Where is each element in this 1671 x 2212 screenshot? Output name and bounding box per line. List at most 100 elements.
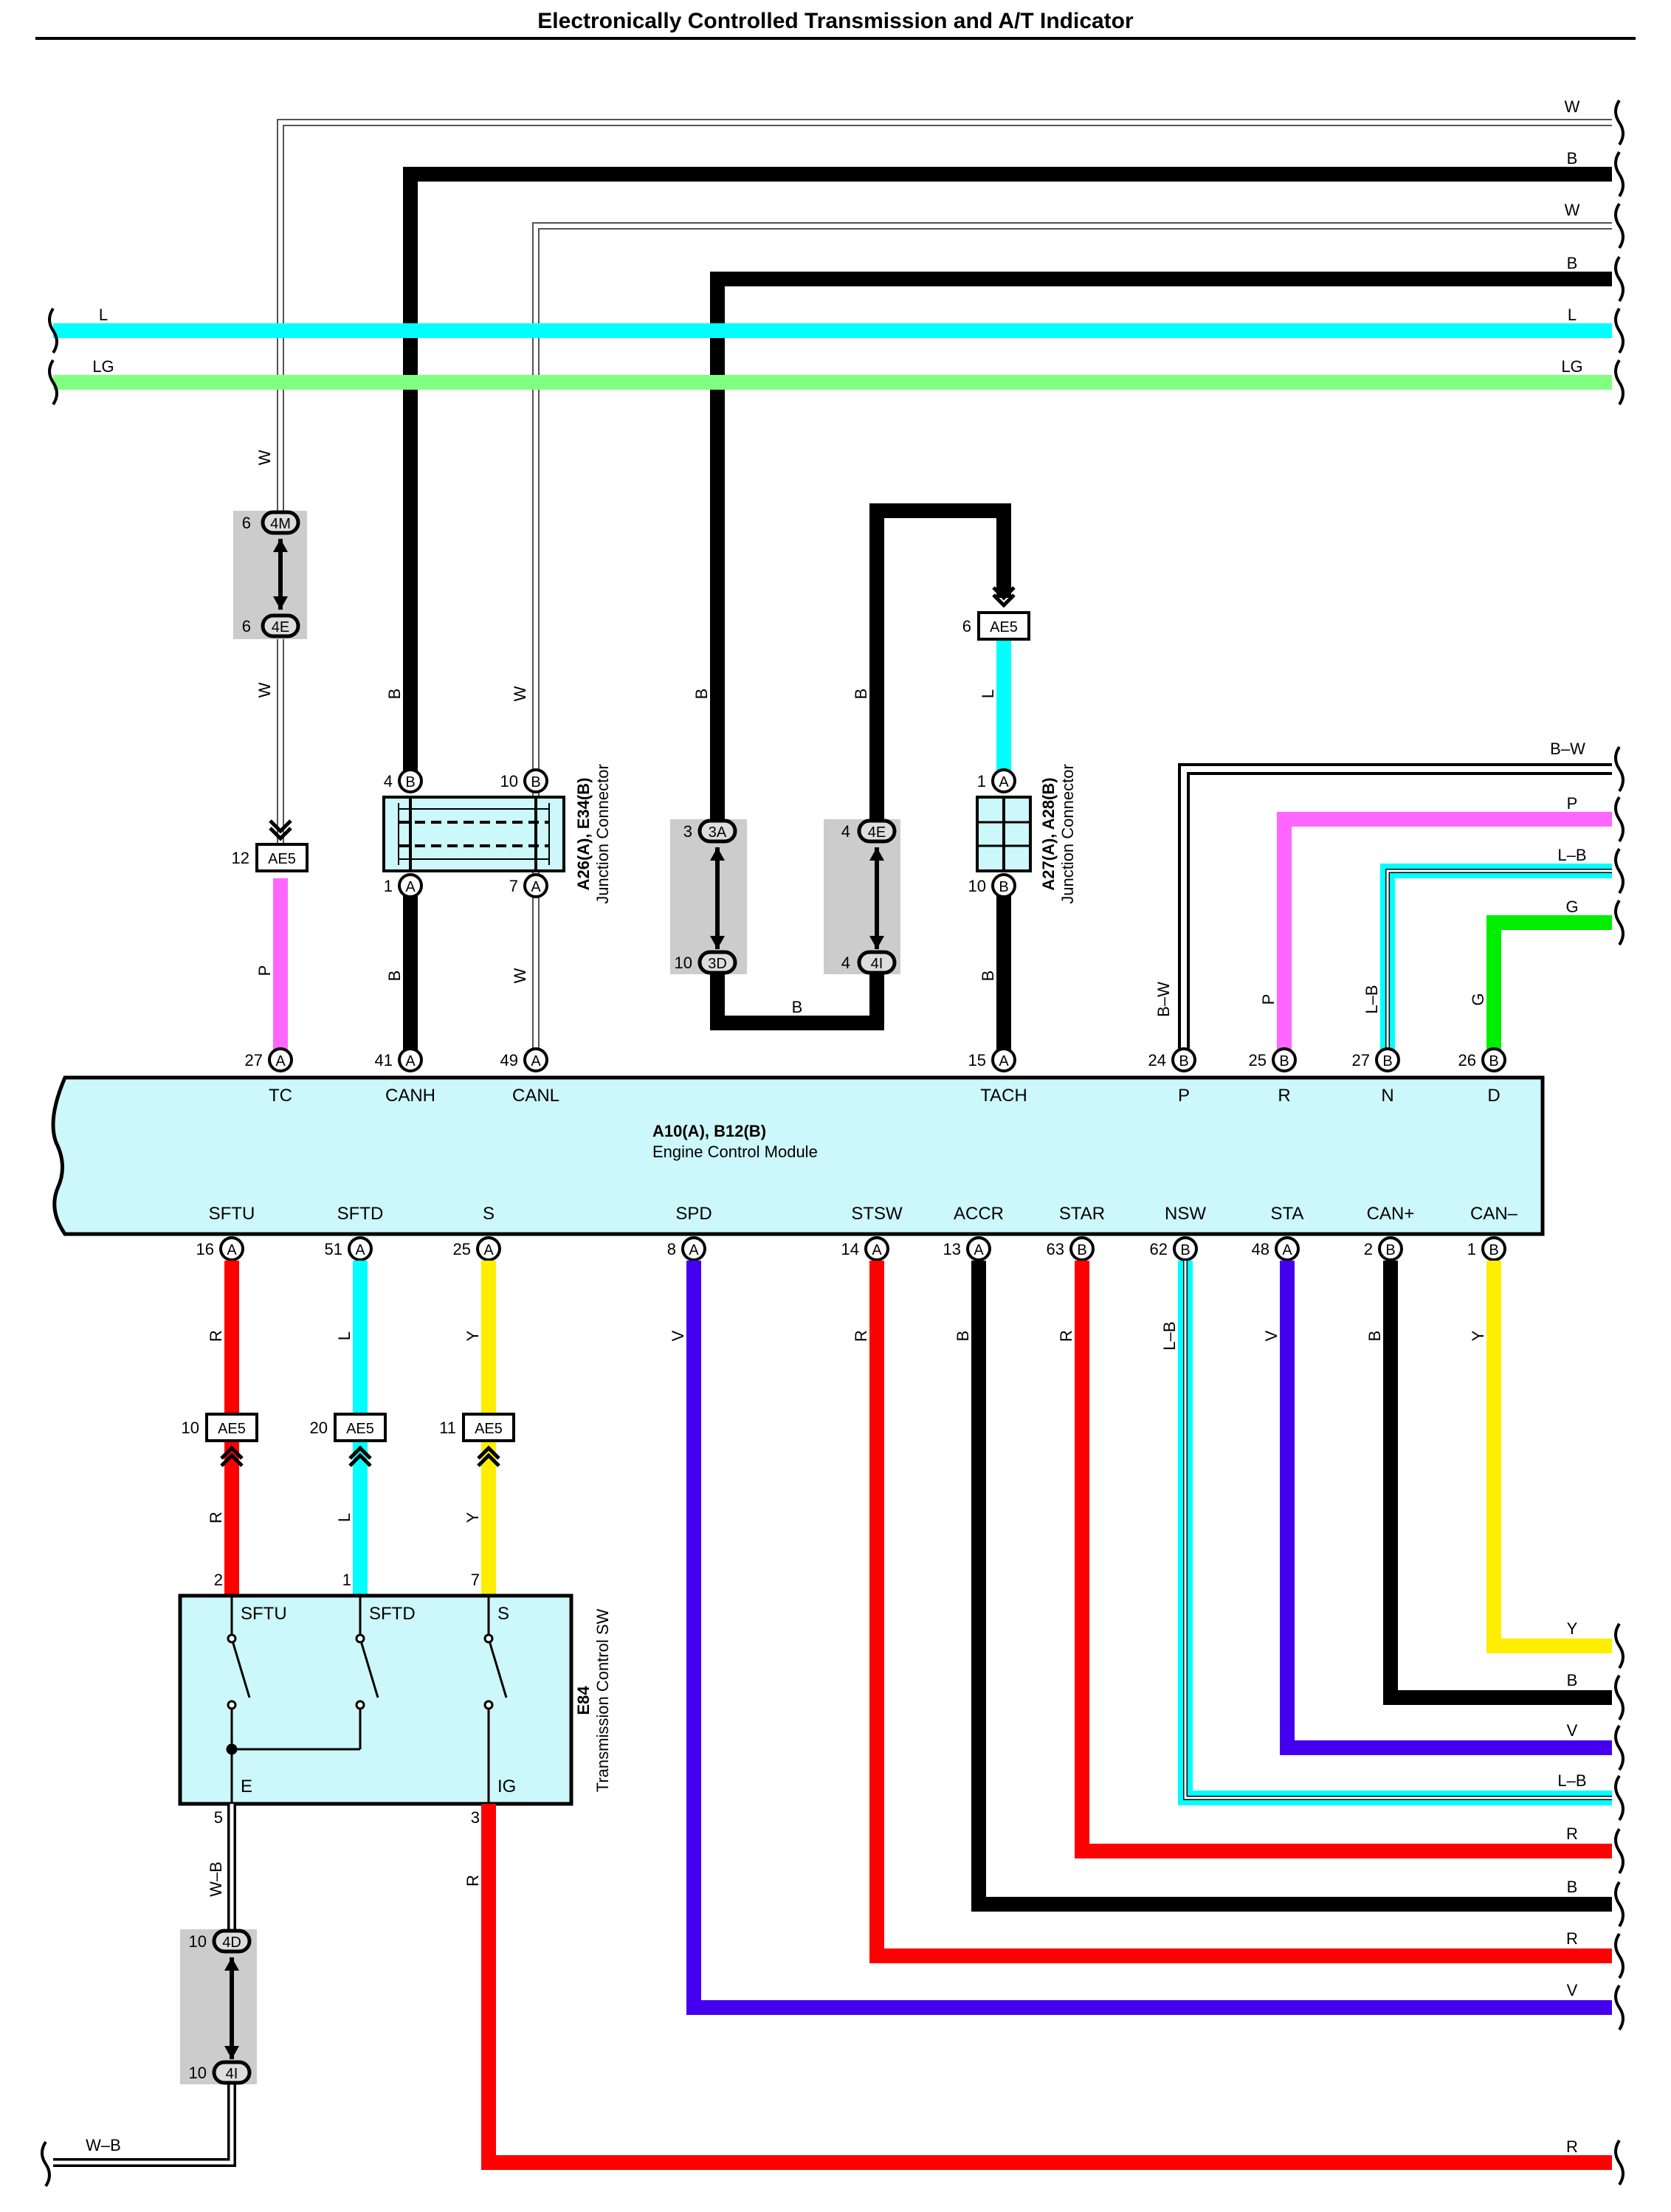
- right-wire-label-g: G: [1565, 897, 1578, 916]
- ecm-bottom-pin-signal: S: [483, 1204, 495, 1224]
- engine-control-module: A10(A), B12(B) Engine Control Module: [51, 1075, 1545, 1236]
- ecm-bottom-pin-conn: A: [1282, 1242, 1292, 1258]
- ecm-bottom-pin-signal: STSW: [851, 1204, 903, 1224]
- ecm-top-pin-num: 24: [1148, 1051, 1166, 1069]
- left-wire-label-wb: W–B: [86, 2136, 121, 2154]
- ecm-bottom-pin-num: 51: [325, 1240, 342, 1258]
- canp-wire-label: B: [1365, 1331, 1384, 1342]
- j2-pin-conn-1: A: [999, 774, 1009, 790]
- sftd-wire-label-upper: L: [335, 1331, 354, 1340]
- ecm-bottom-pin-signal: CAN–: [1470, 1204, 1518, 1224]
- right-wire-label-r1: R: [1566, 1825, 1578, 1843]
- inline-label-4e: 4E: [272, 619, 289, 635]
- ecm-bottom-pin-conn: B: [1385, 1242, 1395, 1258]
- ecm-top-pins: A27TCA41CANHA49CANLA15TACHB24PB25RB27NB2…: [245, 993, 1506, 1341]
- top-wire-label-4: B: [1567, 254, 1578, 272]
- ecm-top-pin: [268, 1047, 293, 1072]
- loop-wire-label-left: B: [692, 689, 711, 700]
- right-wire-label-b2: B: [1567, 1878, 1578, 1896]
- right-wire-label-lb2: L–B: [1557, 1771, 1586, 1790]
- pin-4i: 4: [841, 954, 850, 972]
- b-loop-circuit: 3A 3 3D 10 4E 4 4I 4 B B B: [670, 503, 1011, 1030]
- tach-circuit: AE5 6 A 1 B 10 A27(A), A28(B) Junction C…: [962, 586, 1077, 1055]
- sw-label-e: E: [241, 1777, 252, 1796]
- ecm-bottom-pin: [348, 1236, 373, 1261]
- e-wire-label-vertical: W–B: [207, 1861, 225, 1897]
- inline-label-4i-b: 4I: [226, 2066, 238, 2082]
- s-wire-label-upper: Y: [464, 1330, 482, 1341]
- ecm-top-pin-conn: A: [405, 1053, 416, 1069]
- ae5-tach-num: 6: [962, 617, 971, 635]
- ecm-bottom-pin-signal: CAN+: [1367, 1204, 1415, 1224]
- j2-pin-num-1: 1: [977, 772, 986, 790]
- ae5-tc-num: 12: [232, 849, 249, 867]
- ecm-bottom-pin-num: 16: [196, 1240, 214, 1258]
- sw-pin-sftd: 1: [342, 1571, 351, 1589]
- sw-pin-s: 7: [471, 1571, 480, 1589]
- pin-4e: 6: [242, 617, 251, 635]
- ecm-bottom-pin-num: 48: [1252, 1240, 1269, 1258]
- ecm-bottom-pin-signal: ACCR: [954, 1204, 1004, 1224]
- ecm-bottom-pin-conn: A: [689, 1242, 699, 1258]
- top-wire-label-6: LG: [1561, 357, 1582, 376]
- left-break-marks: [48, 307, 58, 406]
- ecm-top-pin-num: 27: [245, 1051, 263, 1069]
- ecm-top-pin-num: 41: [375, 1051, 393, 1069]
- ecm-bottom-pin: [219, 1236, 244, 1261]
- ecm-top-pin-num: 26: [1458, 1051, 1476, 1069]
- ae5-s: AE5 11: [439, 1413, 515, 1467]
- nsw-wire-label: L–B: [1160, 1321, 1179, 1350]
- ecm-top-pin: [1481, 1047, 1506, 1072]
- wire-w2: [534, 224, 1612, 782]
- s-wire-label-lower: Y: [464, 1512, 482, 1523]
- ecm-top-pin-num: 25: [1249, 1051, 1267, 1069]
- ecm-top-pin: [991, 1047, 1016, 1072]
- right-wire-label-v2: V: [1567, 1981, 1578, 1999]
- ecm-bottom-pin-conn: A: [483, 1242, 494, 1258]
- ae5-s-label: AE5: [475, 1421, 503, 1437]
- ecm-top-pin-conn: A: [531, 1053, 541, 1069]
- tc-wire-label-w2: W: [255, 682, 274, 697]
- sw-label-sftd: SFTD: [369, 1604, 416, 1624]
- ground-circuit: 4D 10 4I 10 5 W–B W–B: [41, 1804, 257, 2188]
- wire-b1: [403, 167, 1612, 782]
- ecm-name: Engine Control Module: [652, 1143, 818, 1161]
- canl-wire-label-upper: W: [511, 686, 529, 701]
- tc-wire-label-p: P: [255, 965, 274, 976]
- ecm-top-pin: [1272, 1047, 1297, 1072]
- ae5-s-num: 11: [439, 1419, 456, 1437]
- junction1-name: Junction Connector: [593, 764, 612, 904]
- inline-label-3d: 3D: [708, 956, 727, 972]
- ecm-top-pin-signal: D: [1487, 1086, 1500, 1106]
- ecm-bottom-pin-signal: STAR: [1059, 1204, 1105, 1224]
- j2-pin-num-2: 10: [968, 877, 986, 895]
- ae5-tc-label: AE5: [268, 851, 296, 867]
- sftu-wire-label-lower: R: [207, 1512, 225, 1523]
- ecm-top-pin: [1171, 1047, 1196, 1072]
- ecm-bottom-pin-conn: B: [1180, 1242, 1190, 1258]
- sw-pin-ig: 3: [471, 1808, 480, 1827]
- ecm-bottom-pin: [1173, 1236, 1198, 1261]
- inline-label-4m: 4M: [270, 516, 291, 532]
- tach-wire-label-lower: B: [979, 971, 997, 982]
- pin-4m: 6: [242, 514, 251, 532]
- sw-pin-e: 5: [214, 1808, 223, 1827]
- right-wire-label-y: Y: [1567, 1619, 1578, 1638]
- sw-label-ig: IG: [497, 1777, 516, 1796]
- ig-circuit: 3 R R: [464, 1804, 1625, 2186]
- wire-w1: [278, 120, 1612, 526]
- spd-wire-label: V: [669, 1330, 687, 1341]
- top-wires: W B W B L LG L LG: [48, 97, 1625, 830]
- switch-name: Transmission Control SW: [593, 1608, 612, 1792]
- ecm-top-pin-conn: A: [275, 1053, 286, 1069]
- inline-connector-4e-4i: [824, 819, 900, 974]
- ecm-top-pin-signal: CANH: [385, 1086, 435, 1106]
- right-break-marks: [1614, 99, 1625, 406]
- ecm-top-pin-signal: P: [1178, 1086, 1190, 1106]
- inline-label-4i: 4I: [871, 956, 883, 972]
- ecm-top-pin: [398, 1047, 423, 1072]
- inline-connector-3a-3d: [670, 819, 747, 974]
- ae5-tach: [977, 611, 1030, 641]
- wire-b2: [710, 272, 1612, 830]
